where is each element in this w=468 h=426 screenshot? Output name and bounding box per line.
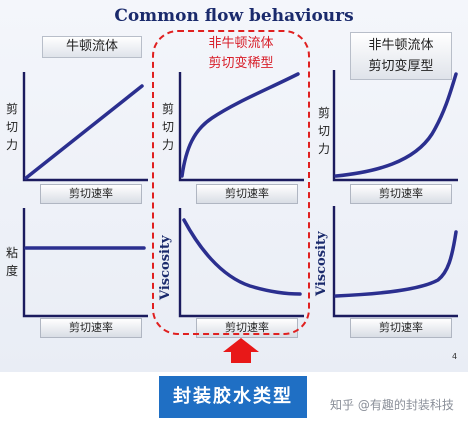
- column-label-shear-thinning: 非牛顿流体 剪切变稀型: [190, 34, 292, 74]
- up-arrow-icon: [223, 338, 259, 352]
- page-number: 4: [452, 352, 458, 361]
- slide: Common flow behaviours 牛顿流体 非牛顿流体 剪切变稀型 …: [0, 0, 468, 372]
- y-label-shear-stress-3: 剪切力: [317, 106, 330, 156]
- encapsulant-type-banner: 封装胶水类型: [159, 376, 307, 418]
- column-label-shear-thickening: 非牛顿流体 剪切变厚型: [350, 32, 452, 80]
- axis: [332, 206, 458, 318]
- axis: [178, 72, 304, 182]
- plot-thinning-viscosity: [178, 208, 304, 318]
- flow-plots: [22, 70, 458, 318]
- column-label-shear-thickening-line2: 剪切变厚型: [368, 59, 434, 74]
- x-label-4: 剪切速率: [40, 318, 142, 338]
- column-label-shear-thinning-line1: 非牛顿流体: [208, 36, 274, 51]
- x-label-1: 剪切速率: [40, 184, 142, 204]
- column-label-newtonian: 牛顿流体: [42, 36, 142, 58]
- plot-thickening-viscosity: [332, 206, 458, 318]
- y-label-viscosity-cn: 粘度: [5, 246, 18, 278]
- curve: [334, 72, 458, 178]
- curve: [24, 84, 144, 180]
- column-label-newtonian-text: 牛顿流体: [65, 39, 118, 54]
- curve: [180, 72, 300, 178]
- slide-title: Common flow behaviours: [114, 6, 354, 26]
- curve: [334, 230, 458, 298]
- highlight-dashed-box: [152, 30, 310, 335]
- plot-newtonian-viscosity: [22, 208, 148, 318]
- up-arrow-stem: [231, 351, 251, 363]
- column-label-shear-thickening-line1: 非牛顿流体: [368, 38, 434, 53]
- plot-thinning-shear-stress: [178, 72, 304, 182]
- y-label-shear-stress-1: 剪切力: [5, 102, 18, 152]
- x-label-6: 剪切速率: [350, 318, 452, 338]
- y-label-shear-stress-2: 剪切力: [161, 102, 174, 152]
- axis: [332, 70, 458, 182]
- plot-newtonian-shear-stress: [22, 72, 148, 182]
- axis: [22, 208, 148, 318]
- column-label-shear-thinning-line2: 剪切变稀型: [208, 56, 274, 71]
- axis: [22, 72, 148, 182]
- curve: [182, 218, 302, 296]
- watermark: 知乎 @有趣的封装科技: [330, 398, 454, 412]
- plot-thickening-shear-stress: [332, 70, 458, 182]
- x-label-2: 剪切速率: [196, 184, 298, 204]
- axis: [178, 208, 304, 318]
- x-label-3: 剪切速率: [350, 184, 452, 204]
